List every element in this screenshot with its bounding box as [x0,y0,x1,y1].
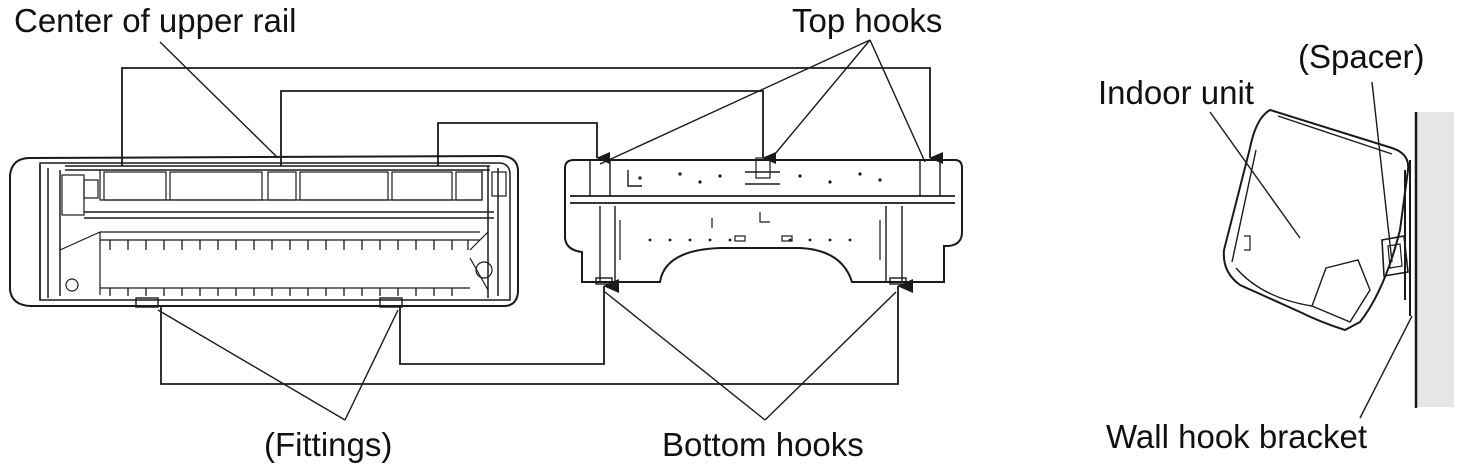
wall-bracket-front-view [564,157,963,285]
label-fittings: (Fittings) [264,426,393,463]
indoor-unit-front-view [9,154,519,308]
label-top-hooks: Top hooks [792,2,943,39]
alignment-lines [121,67,943,385]
label-spacer: (Spacer) [1298,38,1425,75]
label-bottom-hooks: Bottom hooks [662,426,864,463]
label-indoor-unit: Indoor unit [1098,74,1254,111]
label-center-of-upper-rail: Center of upper rail [14,2,297,39]
side-view [1222,108,1454,408]
leader-lines [157,39,1413,421]
label-wall-hook-bracket: Wall hook bracket [1106,418,1368,455]
wall [1416,112,1454,407]
